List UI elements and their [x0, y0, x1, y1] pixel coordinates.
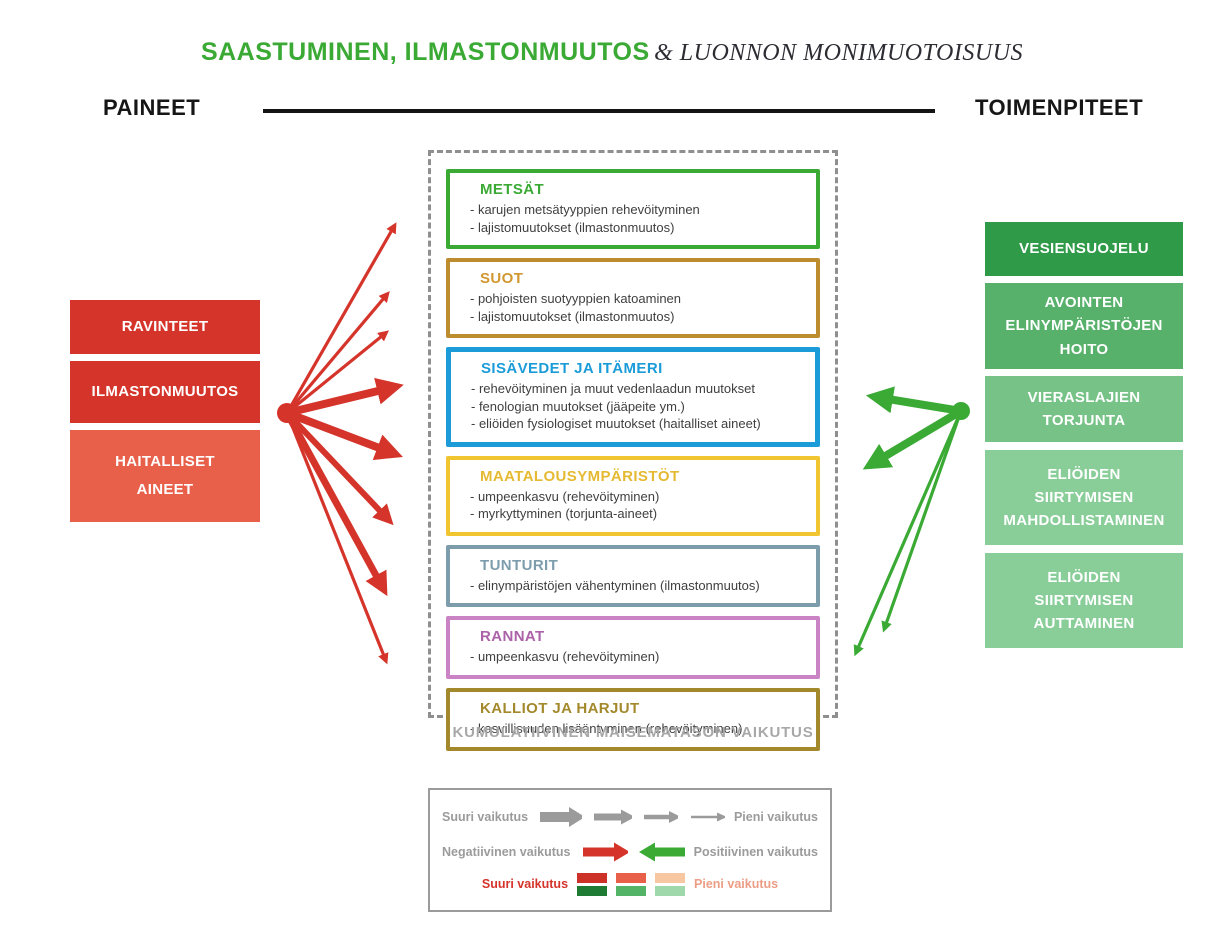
- positive-impact-arrow-rannat: [881, 410, 963, 633]
- measure-label: ELIÖIDEN SIIRTYMISEN MAHDOLLISTAMINEN: [1003, 465, 1165, 530]
- measure-box-elioiden-siirtymisen-auttaminen: ELIÖIDEN SIIRTYMISEN AUTTAMINEN: [985, 553, 1183, 648]
- legend-light-swatch-label: Pieni vaikutus: [694, 877, 779, 892]
- negative-impact-arrow-metsat: [285, 222, 397, 414]
- habitat-box-sisavedet-ja-itameri: SISÄVEDET JA ITÄMERI - rehevöityminen ja…: [446, 347, 820, 447]
- habitat-item: - umpeenkasvu (rehevöityminen): [470, 488, 660, 504]
- impact-swatch-pair-medium: [616, 872, 647, 896]
- habitat-box-rannat: RANNAT - umpeenkasvu (rehevöityminen): [446, 616, 820, 680]
- legend-strong-swatch-label: Suuri vaikutus: [481, 877, 569, 892]
- habitat-box-maatalousymparistot: MAATALOUSYMPÄRISTÖT - umpeenkasvu (rehev…: [446, 455, 820, 536]
- measure-origin-dot: [952, 402, 970, 420]
- impact-swatch-pair-light: [655, 872, 686, 896]
- habitat-box-suot: SUOT - pohjoisten suotyyppien katoaminen…: [446, 258, 820, 339]
- habitat-item: - umpeenkasvu (rehevöityminen): [470, 649, 660, 665]
- habitat-item: - kasvillisuuden lisääntyminen (rehevöit…: [470, 721, 743, 737]
- habitat-box-tunturit: TUNTURIT - elinympäristöjen vähentyminen…: [446, 544, 820, 608]
- impact-swatch-pair-strong: [577, 872, 608, 896]
- habitat-item: - eliöiden fysiologiset muutokset (haita…: [471, 416, 761, 432]
- medium-impact-arrow-icon: [593, 809, 632, 825]
- pressure-box-haitalliset-aineet: HAITALLISET AINEET: [70, 430, 260, 522]
- measure-label: VESIENSUOJELU: [1019, 240, 1149, 258]
- habitat-title: TUNTURIT: [480, 556, 559, 574]
- pressure-box-ilmastonmuutos: ILMASTONMUUTOS: [70, 361, 260, 423]
- habitat-item: - fenologian muutokset (jääpeite ym.): [471, 398, 685, 414]
- measure-label: AVOINTEN ELINYMPÄRISTÖJEN HOITO: [1005, 294, 1163, 358]
- legend-positive-impact-label: Positiivinen vaikutus: [693, 844, 818, 859]
- habitat-box-kalliot-ja-harjut: KALLIOT JA HARJUT - kasvillisuuden lisää…: [446, 688, 820, 751]
- habitat-item: - elinympäristöjen vähentyminen (ilmasto…: [470, 577, 760, 593]
- habitat-title: RANNAT: [480, 628, 545, 646]
- pressure-origin-dot: [277, 403, 297, 423]
- habitat-item: - lajistomuutokset (ilmastonmuutos): [470, 308, 675, 324]
- negative-impact-arrow-icon: [582, 842, 628, 861]
- legend-size-row: Suuri vaikutus Pieni vaikutus: [442, 804, 818, 830]
- negative-swatch-strong: [577, 872, 608, 883]
- habitat-item: - lajistomuutokset (ilmastonmuutos): [470, 219, 675, 235]
- header-divider-line: [263, 109, 935, 113]
- small-impact-arrow-icon: [643, 811, 679, 824]
- habitat-item: - myrkyttyminen (torjunta-aineet): [470, 506, 658, 522]
- negative-swatch-light: [655, 872, 686, 883]
- measures-header: TOIMENPITEET: [975, 95, 1144, 120]
- habitat-title: KALLIOT JA HARJUT: [480, 700, 640, 718]
- pressures-header: PAINEET: [103, 95, 201, 120]
- negative-impact-arrow-sisavedet: [286, 377, 404, 417]
- measure-box-avointen-elinymparistojen-hoito: AVOINTEN ELINYMPÄRISTÖJEN HOITO: [985, 283, 1183, 369]
- negative-impact-arrow-rannat: [283, 411, 388, 597]
- measure-label: ELIÖIDEN SIIRTYMISEN AUTTAMINEN: [1033, 568, 1135, 633]
- pressure-box-ravinteet: RAVINTEET: [70, 300, 260, 354]
- positive-swatch-medium: [616, 885, 647, 896]
- positive-impact-arrow-kalliot: [853, 410, 963, 657]
- title-suffix: & LUONNON MONIMUOTOISUUS: [654, 40, 1024, 66]
- legend-valence-row: Negatiivinen vaikutus Positiivinen vaiku…: [442, 839, 818, 865]
- positive-impact-arrow-icon: [638, 842, 685, 861]
- habitat-box-metsat: METSÄT - karujen metsätyyppien rehevöity…: [446, 169, 820, 250]
- legend-negative-impact-label: Negatiivinen vaikutus: [442, 844, 571, 859]
- page-title: SAASTUMINEN, ILMASTONMUUTOS & LUONNON MO…: [0, 38, 1224, 67]
- legend-swatch-row: Suuri vaikutus Pieni vaikutus: [442, 872, 818, 896]
- negative-impact-arrow-kalliot: [285, 412, 389, 665]
- positive-swatch-light: [655, 885, 686, 896]
- legend-large-impact-label: Suuri vaikutus: [442, 810, 529, 825]
- cumulative-impact-frame: METSÄT - karujen metsätyyppien rehevöity…: [428, 150, 838, 751]
- legend-box: Suuri vaikutus Pieni vaikutus Negatiivin…: [428, 788, 832, 912]
- negative-impact-arrow-suot-1: [285, 291, 390, 415]
- large-impact-arrow-icon: [540, 807, 582, 828]
- habitat-item: - karujen metsätyyppien rehevöityminen: [470, 202, 700, 217]
- negative-swatch-medium: [616, 872, 647, 883]
- measure-label: VIERASLAJIEN TORJUNTA: [1027, 388, 1141, 429]
- positive-impact-arrow-sisavedet: [865, 386, 962, 415]
- measure-box-elioiden-siirtymisen-mahdollistaminen: ELIÖIDEN SIIRTYMISEN MAHDOLLISTAMINEN: [985, 450, 1183, 545]
- tiny-impact-arrow-icon: [691, 812, 725, 822]
- habitat-item: - pohjoisten suotyyppien katoaminen: [470, 291, 682, 307]
- positive-impact-arrow-maatalous: [862, 407, 964, 470]
- habitat-title: SISÄVEDET JA ITÄMERI: [481, 360, 663, 378]
- habitat-title: METSÄT: [480, 181, 545, 198]
- habitat-item: - rehevöityminen ja muut vedenlaadun muu…: [471, 381, 755, 397]
- measure-box-vieraslajien-torjunta: VIERASLAJIEN TORJUNTA: [985, 376, 1183, 442]
- habitat-title: MAATALOUSYMPÄRISTÖT: [480, 467, 680, 485]
- positive-swatch-strong: [577, 885, 608, 896]
- title-main: SAASTUMINEN, ILMASTONMUUTOS: [200, 38, 650, 66]
- legend-small-impact-label: Pieni vaikutus: [733, 810, 818, 825]
- negative-impact-arrow-maatalous: [285, 409, 403, 461]
- negative-impact-arrow-suot-2: [285, 330, 389, 415]
- cumulative-impact-caption: KUMULATIIVINEN MAISEMATASON VAIKUTUS: [452, 724, 814, 741]
- habitat-title: SUOT: [480, 270, 524, 288]
- negative-impact-arrow-tunturit: [284, 410, 394, 526]
- measure-box-vesiensuojelu: VESIENSUOJELU: [985, 222, 1183, 276]
